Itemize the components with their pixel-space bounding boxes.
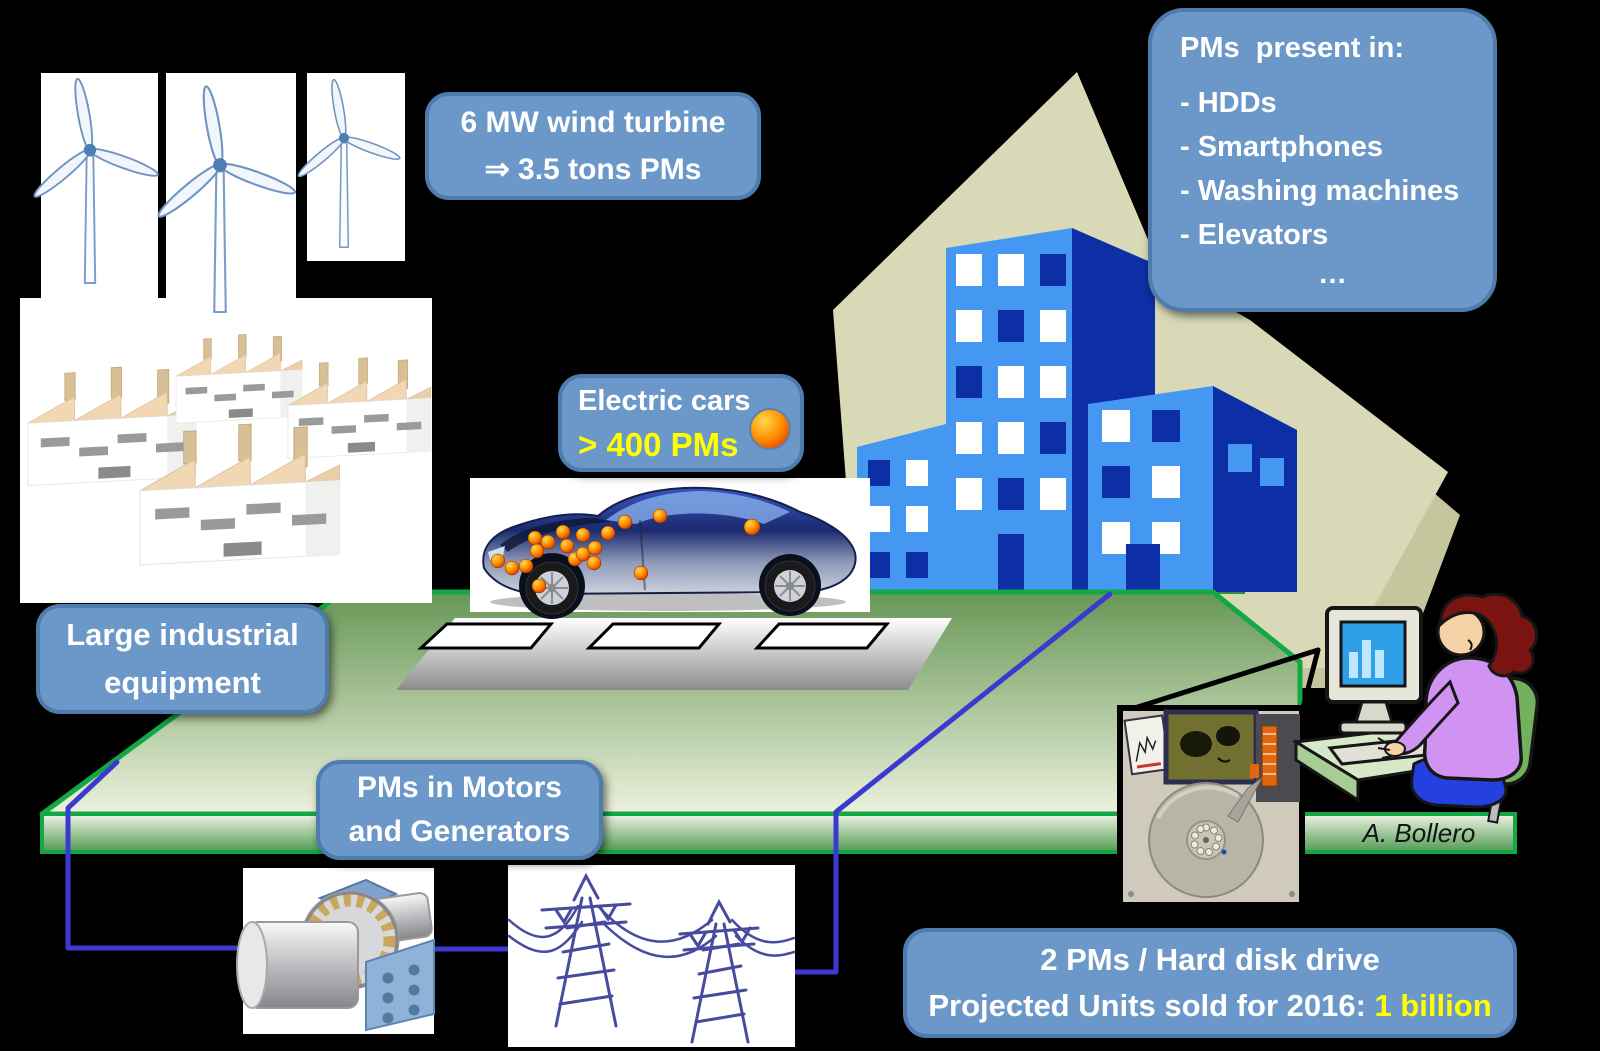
computer-monitor [1325, 606, 1423, 735]
large-industrial-line2: equipment [104, 665, 261, 700]
wind-line1: 6 MW wind turbine [460, 106, 726, 139]
callout-electric-cars: Electric cars > 400 PMs [558, 374, 804, 472]
electric-cars-line1: Electric cars [578, 385, 751, 417]
callout-motors-generators: PMs in Motors and Generators [316, 760, 603, 860]
researcher-clipart [1291, 592, 1540, 824]
motor-photo [236, 878, 435, 1032]
motors-line2: and Generators [348, 815, 571, 848]
zoom-callout-lines [1119, 647, 1321, 715]
wind-line2: ⇒ 3.5 tons PMs [484, 153, 702, 186]
power-lines-photo [507, 872, 796, 1044]
connector-lines [65, 591, 1113, 975]
hdd-line2: Projected Units sold for 2016: 1 billion [907, 983, 1513, 1029]
city-buildings [857, 228, 1297, 592]
car-wheel [525, 561, 579, 615]
hdd-line1: 2 PMs / Hard disk drive [1040, 942, 1380, 977]
pm-dots [490, 508, 761, 594]
pms-item-hdds: - HDDs [1180, 87, 1277, 119]
pms-ellipsis: … [1318, 258, 1347, 290]
car-wheel [764, 560, 816, 612]
road [396, 618, 952, 690]
pms-item-smartphones: - Smartphones [1180, 131, 1384, 163]
callout-large-industrial: Large industrial equipment [36, 604, 329, 714]
large-industrial-line1: Large industrial [66, 617, 299, 652]
screen-bar-chart [1349, 640, 1384, 678]
hdd-line2-value: 1 billion [1374, 988, 1492, 1023]
motors-line1: PMs in Motors [356, 771, 562, 804]
pms-present-title: PMs present in: [1180, 32, 1404, 64]
pms-item-elevators: - Elevators [1180, 219, 1329, 251]
callout-pms-present: PMs present in: - HDDs - Smartphones - W… [1148, 8, 1497, 312]
electric-car-photo [482, 486, 857, 619]
callout-wind-turbine: 6 MW wind turbine ⇒ 3.5 tons PMs [425, 92, 761, 200]
hdd-line2-prefix: Projected Units sold for 2016: [928, 988, 1375, 1023]
callout-hdd: 2 PMs / Hard disk drive Projected Units … [903, 928, 1517, 1038]
pms-item-washing-machines: - Washing machines [1180, 175, 1460, 207]
author-credit: A. Bollero [1362, 818, 1476, 848]
hdd-photo [1117, 705, 1305, 908]
electric-cars-line2: > 400 PMs [578, 426, 739, 463]
pm-ball-icon [749, 408, 791, 450]
